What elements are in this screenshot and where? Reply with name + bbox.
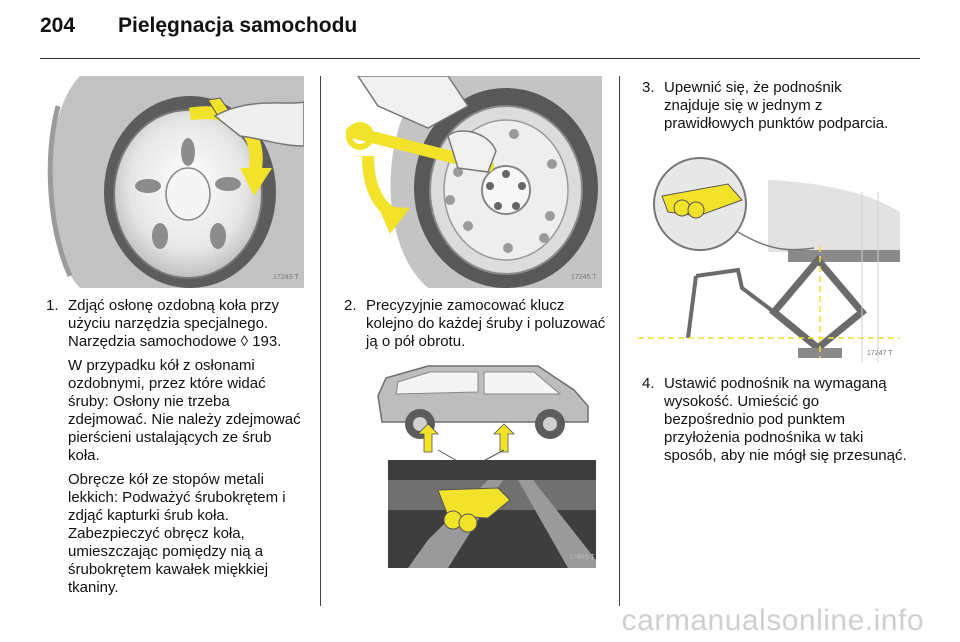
header-rule <box>40 58 920 59</box>
step-number: 3. <box>642 79 655 96</box>
figure-wrench-bolts: 17245 T <box>338 76 602 288</box>
step-3-instruction: 3. Upewnić się, że podnośnik znajduje si… <box>642 79 892 133</box>
step-text: Precyzyjnie zamocować klucz kolejno do k… <box>366 297 606 350</box>
column-divider-2 <box>619 76 620 606</box>
step-2: 2. Precyzyjnie zamocować klucz kolejno d… <box>344 297 606 351</box>
wrench-bolts-illustration <box>338 76 602 288</box>
chapter-title: Pielęgnacja samochodu <box>118 14 358 37</box>
figure-car-jack-points: 17465 T <box>338 360 602 570</box>
step-4: 4. Ustawić podnośnik na wymaganą wysokoś… <box>642 375 912 465</box>
step-text: Upewnić się, że podnośnik znajduje się w… <box>664 79 889 132</box>
step-number: 1. <box>46 297 59 314</box>
step-number: 2. <box>344 297 357 314</box>
scissor-jack-illustration <box>638 152 900 364</box>
step-text: Ustawić podnośnik na wymaganą wysokość. … <box>664 375 907 464</box>
step-2-instruction: 2. Precyzyjnie zamocować klucz kolejno d… <box>344 297 606 351</box>
note-text: W przypadku kół z osłonami ozdobnymi, pr… <box>68 357 301 464</box>
step-text: Zdjąć osłonę ozdobną koła przy użyciu na… <box>68 297 279 350</box>
step-3: 3. Upewnić się, że podnośnik znajduje si… <box>642 79 892 133</box>
figure-label: 17465 T <box>569 554 595 561</box>
page-number: 204 <box>40 14 76 37</box>
step-1-note-hubcaps: W przypadku kół z osłonami ozdobnymi, pr… <box>46 357 302 465</box>
column-divider-1 <box>320 76 321 606</box>
figure-wheel-cover: 17243 T <box>40 76 304 288</box>
step-1-instruction: 1. Zdjąć osłonę ozdobną koła przy użyciu… <box>46 297 302 351</box>
note-text: Obręcze kół ze stopów metali lekkich: Po… <box>68 471 286 596</box>
figure-scissor-jack: 17247 T <box>638 152 900 364</box>
wheel-cover-illustration <box>40 76 304 288</box>
car-jack-points-illustration <box>338 360 602 570</box>
step-1: 1. Zdjąć osłonę ozdobną koła przy użyciu… <box>46 297 302 597</box>
watermark: carmanualsonline.info <box>621 604 924 637</box>
step-1-note-alloy: Obręcze kół ze stopów metali lekkich: Po… <box>46 471 302 597</box>
cross-reference-icon: ◊ <box>240 333 249 350</box>
step-4-instruction: 4. Ustawić podnośnik na wymaganą wysokoś… <box>642 375 912 465</box>
figure-label: 17243 T <box>273 274 299 281</box>
step-number: 4. <box>642 375 655 392</box>
figure-label: 17245 T <box>571 274 597 281</box>
figure-label: 17247 T <box>867 350 893 357</box>
cross-reference-page: 193. <box>252 333 282 350</box>
